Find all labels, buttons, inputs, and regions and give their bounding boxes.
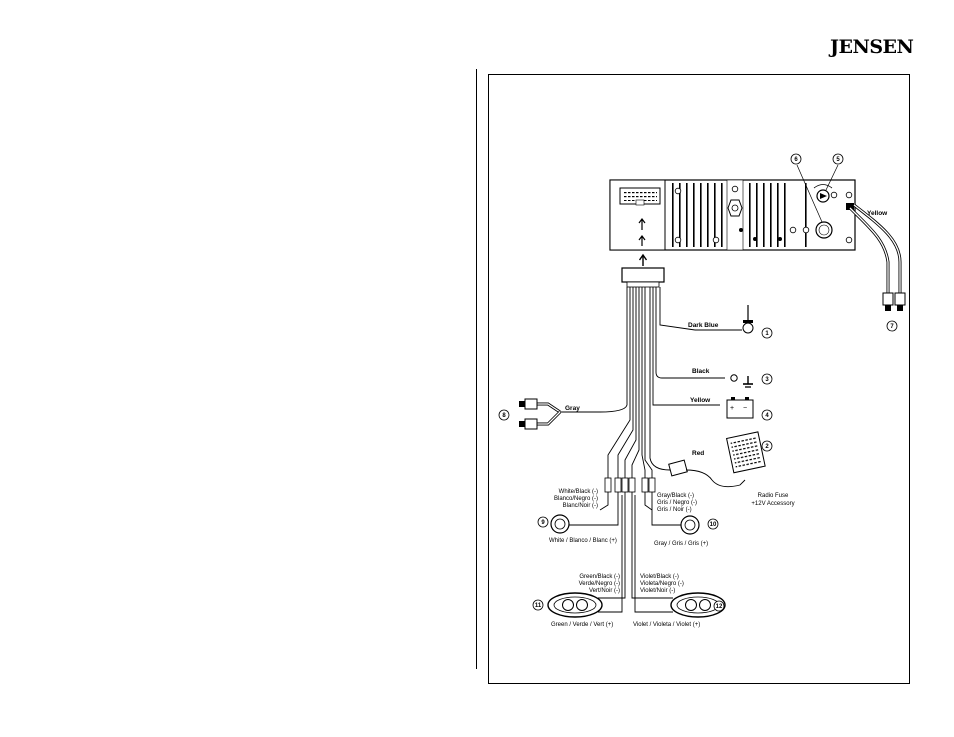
callout-6: 6 xyxy=(790,153,802,165)
callout-11: 11 xyxy=(532,599,544,611)
svg-text:7: 7 xyxy=(890,324,894,330)
speaker-11 xyxy=(547,592,603,618)
s9-pos: White / Blanco / Blanc (+) xyxy=(549,538,617,544)
diagram-frame xyxy=(488,74,910,684)
svg-text:+: + xyxy=(730,405,734,412)
s12-neg-1: Violet/Black (-) xyxy=(640,574,679,580)
s9-neg-3: Blanc/Noir (-) xyxy=(563,503,598,509)
callout-10: 10 xyxy=(707,518,719,530)
s11-neg-3: Vert/Noir (-) xyxy=(589,588,620,594)
callout-9: 9 xyxy=(537,516,549,528)
svg-text:5: 5 xyxy=(836,157,840,163)
label-yellow-top: Yellow xyxy=(867,210,888,217)
s10-neg-2: Gris / Negro (-) xyxy=(657,500,697,506)
wiring-harness-plug xyxy=(621,267,665,288)
callout-12: 12 xyxy=(713,600,725,612)
svg-text:6: 6 xyxy=(794,157,798,163)
s10-pos: Gray / Gris / Gris (+) xyxy=(654,541,708,547)
speaker-12 xyxy=(670,592,726,618)
svg-text:1: 1 xyxy=(765,331,769,337)
svg-text:9: 9 xyxy=(541,520,545,526)
power-antenna-lead xyxy=(695,305,754,334)
s10-neg-1: Gray/Black (-) xyxy=(657,493,694,499)
svg-text:10: 10 xyxy=(710,522,717,528)
accessory-fuse-lead xyxy=(668,431,766,488)
label-red: Red xyxy=(692,450,704,457)
svg-text:12: 12 xyxy=(716,604,723,610)
speaker-wire-connectors xyxy=(604,477,656,493)
svg-text:4: 4 xyxy=(765,413,769,419)
s9-neg-1: White/Black (-) xyxy=(559,489,598,495)
speaker-9 xyxy=(550,514,570,534)
s11-neg-2: Verde/Negro (-) xyxy=(579,581,620,587)
callout-2: 2 xyxy=(761,440,773,452)
callout-1: 1 xyxy=(761,327,773,339)
fuse-label-2: +12V Accessory xyxy=(751,501,794,507)
speaker-wires xyxy=(562,495,681,613)
s11-neg-1: Green/Black (-) xyxy=(579,574,620,580)
svg-text:−: − xyxy=(743,405,747,412)
s12-neg-3: Violet/Noir (-) xyxy=(640,588,675,594)
svg-text:11: 11 xyxy=(535,603,542,609)
harness-wires xyxy=(560,287,725,495)
callout-7: 7 xyxy=(886,320,898,332)
svg-text:8: 8 xyxy=(502,413,506,419)
label-yellow-battery: Yellow xyxy=(690,397,711,404)
svg-text:2: 2 xyxy=(765,444,769,450)
callout-5: 5 xyxy=(832,153,844,165)
label-dark-blue: Dark Blue xyxy=(688,322,719,329)
s12-pos: Violet / Violeta / Violet (+) xyxy=(633,622,700,628)
s10-neg-3: Gris / Noir (-) xyxy=(657,507,692,513)
rca-output-cable xyxy=(848,203,906,311)
speaker-10 xyxy=(680,515,700,535)
fuse-label-1: Radio Fuse xyxy=(758,493,789,499)
ground-lead xyxy=(730,374,753,388)
label-black: Black xyxy=(692,368,710,375)
callout-8: 8 xyxy=(498,409,510,421)
s9-neg-2: Blanco/Negro (-) xyxy=(554,496,598,502)
s12-neg-2: Violeta/Negro (-) xyxy=(640,581,684,587)
head-unit-chassis xyxy=(609,179,856,251)
svg-text:3: 3 xyxy=(765,377,769,383)
callout-4: 4 xyxy=(761,409,773,421)
battery-lead: + − xyxy=(726,397,754,419)
rca-input-cable xyxy=(519,398,562,430)
s11-pos: Green / Verde / Vert (+) xyxy=(551,622,613,628)
callout-3: 3 xyxy=(761,373,773,385)
label-gray: Gray xyxy=(565,405,580,412)
brand-logo: JENSEN xyxy=(830,36,914,58)
column-divider xyxy=(476,69,477,669)
